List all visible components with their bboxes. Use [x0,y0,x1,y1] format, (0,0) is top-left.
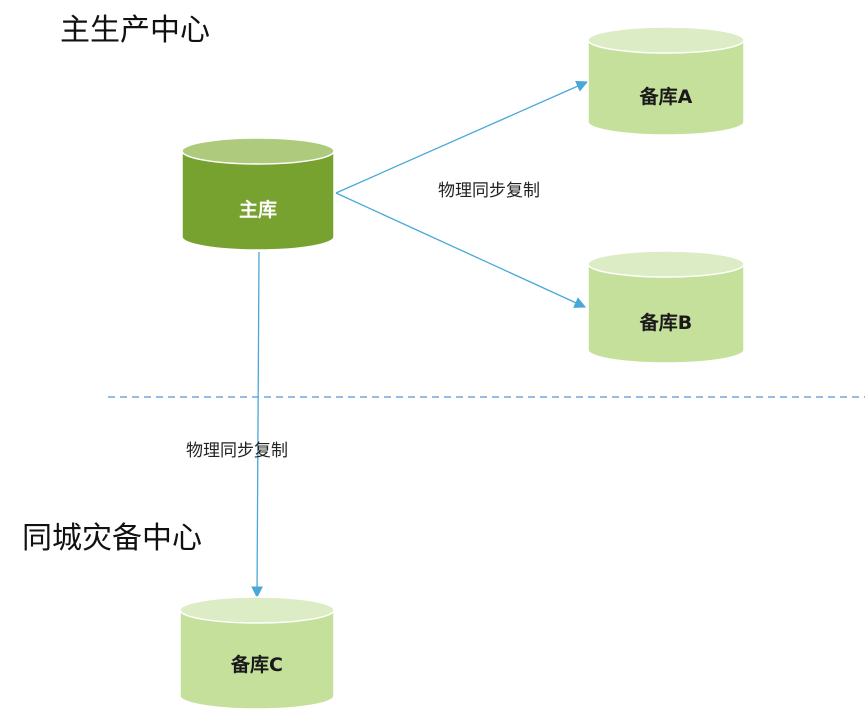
standby-database-a[interactable]: 备库A [587,26,745,136]
standby-b-body [587,264,745,364]
replication-label-c: 物理同步复制 [186,441,288,461]
standby-b-top [587,250,745,278]
standby-a-top [587,26,745,54]
replication-arrow-to-standby-b [335,192,587,308]
standby-a-body [587,40,745,136]
dr-center-title: 同城灾备中心 [22,521,202,556]
primary-database-body [181,151,335,251]
replication-label-ab: 物理同步复制 [438,181,540,201]
standby-c-body [179,610,335,710]
primary-database-label: 主库 [239,198,277,221]
standby-database-b[interactable]: 备库B [587,250,745,364]
standby-a-label: 备库A [639,85,693,108]
standby-c-label: 备库C [230,653,283,676]
primary-database-top [181,137,335,165]
standby-b-label: 备库B [639,311,692,334]
standby-c-top [179,596,335,624]
primary-center-title: 主生产中心 [60,13,210,48]
replication-arrow-to-standby-c [251,251,263,599]
primary-database[interactable]: 主库 [181,137,335,251]
standby-database-c[interactable]: 备库C [179,596,335,710]
replication-arrow-to-standby-a [335,80,589,194]
